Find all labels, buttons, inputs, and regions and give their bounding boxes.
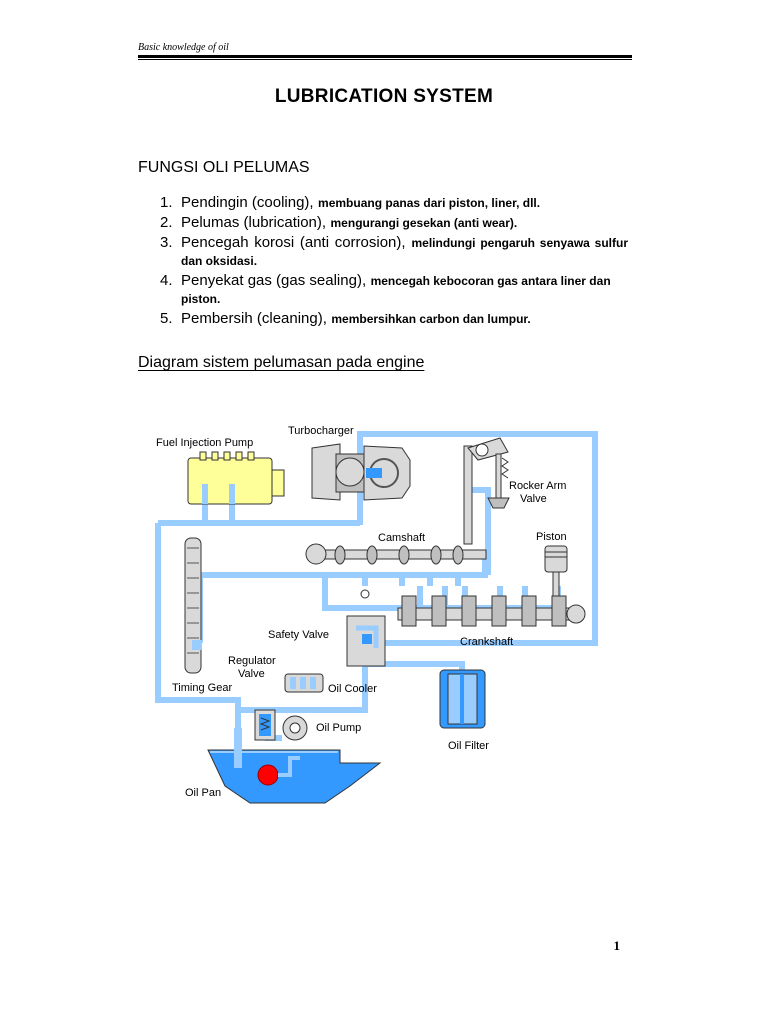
label-piston: Piston bbox=[536, 531, 567, 543]
item-number: 1. bbox=[160, 194, 173, 211]
oil-filter bbox=[439, 669, 486, 729]
crankshaft bbox=[397, 595, 586, 627]
oil-pan bbox=[207, 728, 382, 804]
label-camshaft: Camshaft bbox=[378, 532, 425, 544]
label-crankshaft: Crankshaft bbox=[460, 636, 513, 648]
function-item-cleaning: 5. Pembersih (cleaning), membersihkan ca… bbox=[160, 310, 628, 328]
fuel-injection-pump bbox=[187, 451, 285, 505]
item-number: 2. bbox=[160, 214, 173, 231]
function-term: Pelumas (lubrication), bbox=[181, 214, 327, 231]
function-item-gas-sealing: 4. Penyekat gas (gas sealing), mencegah … bbox=[160, 272, 628, 308]
strainer-icon bbox=[257, 764, 279, 786]
function-description: mencegah kebocoran gas antara liner dan … bbox=[181, 274, 611, 306]
function-item-anti-corrosion: 3. Pencegah korosi (anti corrosion), mel… bbox=[160, 234, 628, 270]
document-title: LUBRICATION SYSTEM bbox=[274, 86, 494, 107]
lubrication-diagram: Turbocharger Fuel Injection Pump Rocker … bbox=[140, 418, 622, 816]
function-description: membuang panas dari piston, liner, dll. bbox=[318, 196, 541, 210]
label-valve: Valve bbox=[520, 493, 547, 505]
safety-valve bbox=[346, 615, 386, 667]
function-description: membersihkan carbon dan lumpur. bbox=[331, 312, 531, 326]
label-turbocharger: Turbocharger bbox=[288, 425, 354, 437]
camshaft bbox=[305, 543, 487, 565]
function-term: Pencegah korosi (anti corrosion), bbox=[181, 234, 406, 251]
label-oil-pump: Oil Pump bbox=[316, 722, 361, 734]
label-regulator: Regulator bbox=[228, 655, 276, 667]
rocker-arm-valve bbox=[463, 437, 510, 545]
header-rule-thin bbox=[138, 59, 632, 60]
function-item-lubrication: 2. Pelumas (lubrication), mengurangi ges… bbox=[160, 214, 628, 232]
label-oil-filter: Oil Filter bbox=[448, 740, 489, 752]
functions-list: 1. Pendingin (cooling), membuang panas d… bbox=[160, 194, 628, 330]
label-oil-cooler: Oil Cooler bbox=[328, 683, 377, 695]
function-term: Pembersih (cleaning), bbox=[181, 310, 327, 327]
plug-icon bbox=[360, 589, 370, 599]
timing-gear bbox=[184, 537, 202, 674]
oil-pump bbox=[282, 715, 308, 741]
turbocharger bbox=[311, 443, 411, 501]
functions-heading: FUNGSI OLI PELUMAS bbox=[138, 159, 310, 176]
label-safety-valve: Safety Valve bbox=[268, 629, 329, 641]
label-timing-gear: Timing Gear bbox=[172, 682, 232, 694]
function-term: Penyekat gas (gas sealing), bbox=[181, 272, 367, 289]
diagram-heading: Diagram sistem pelumasan pada engine bbox=[138, 354, 425, 371]
oil-cooler bbox=[284, 673, 324, 693]
running-header: Basic knowledge of oil bbox=[138, 42, 229, 53]
label-rocker-arm: Rocker Arm bbox=[509, 480, 566, 492]
function-description: mengurangi gesekan (anti wear). bbox=[330, 216, 518, 230]
item-number: 4. bbox=[160, 272, 173, 289]
label-fuel-injection-pump: Fuel Injection Pump bbox=[156, 437, 253, 449]
page-number: 1 bbox=[613, 938, 621, 953]
function-term: Pendingin (cooling), bbox=[181, 194, 314, 211]
function-description: melindungi pengaruh senyawa sulfur dan o… bbox=[181, 236, 628, 268]
label-regulator-valve: Valve bbox=[238, 668, 265, 680]
piston bbox=[544, 545, 568, 599]
header-rule bbox=[138, 55, 632, 58]
regulator-valve bbox=[254, 709, 276, 741]
item-number: 3. bbox=[160, 234, 173, 251]
item-number: 5. bbox=[160, 310, 173, 327]
function-item-cooling: 1. Pendingin (cooling), membuang panas d… bbox=[160, 194, 628, 212]
label-oil-pan: Oil Pan bbox=[185, 787, 221, 799]
